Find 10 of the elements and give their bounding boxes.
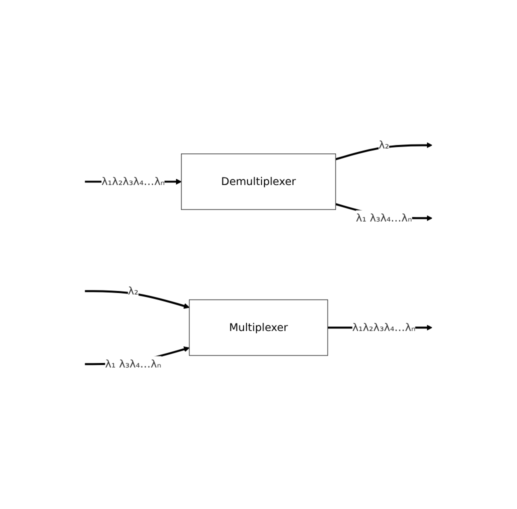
edge-label: λ₁ λ₃λ₄…λₙ: [356, 211, 412, 224]
arrow: [84, 290, 190, 309]
node-box: Demultiplexer: [181, 153, 336, 210]
edge-label: λ₁λ₂λ₃λ₄…λₙ: [102, 174, 165, 188]
edge-label: λ₂: [128, 284, 138, 297]
edge-label: λ₁ λ₃λ₄…λₙ: [105, 357, 162, 370]
edge-label: λ₂: [378, 138, 390, 152]
edge-label: λ₁λ₂λ₃λ₄…λₙ: [352, 320, 416, 334]
arrow: [335, 142, 432, 160]
node-box: Multiplexer: [188, 299, 328, 356]
